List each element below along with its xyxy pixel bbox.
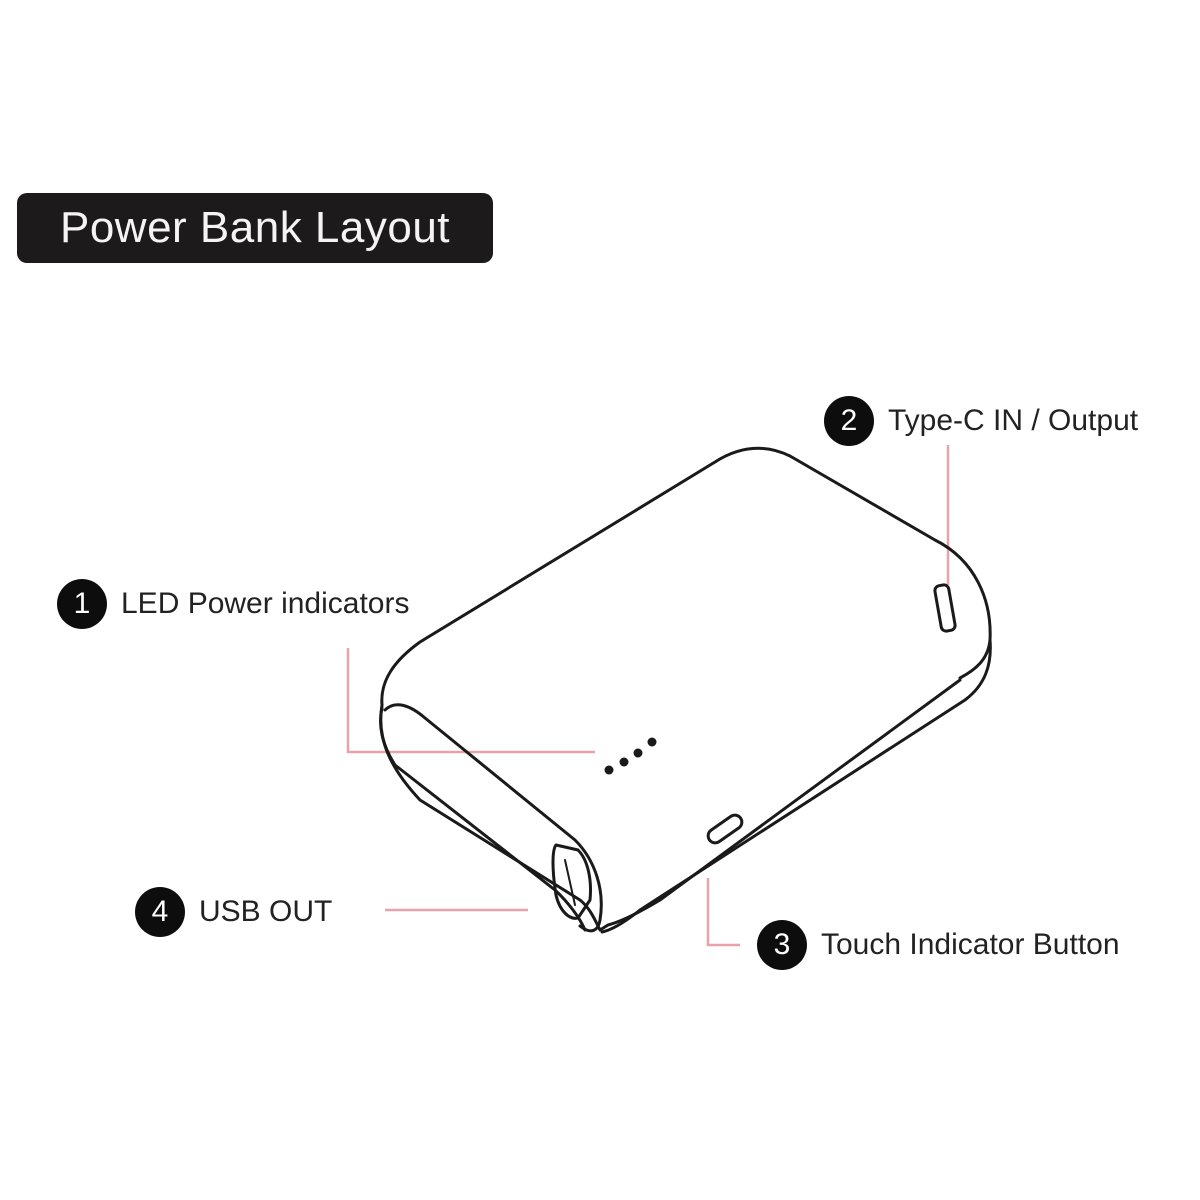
callout-label: Type-C IN / Output (888, 404, 1139, 437)
usb-port-icon (551, 843, 592, 920)
led-dot-icon (633, 748, 643, 758)
title-banner: Power Bank Layout (17, 193, 493, 263)
bottom-edge (379, 678, 962, 932)
leader-line-led (346, 648, 595, 754)
callout-led-power-indicators: 1 LED Power indicators (57, 579, 409, 629)
callout-number-badge: 3 (757, 920, 807, 970)
top-face-edge (380, 446, 992, 707)
led-dot-icon (647, 737, 657, 747)
callout-type-c: 2 Type-C IN / Output (824, 396, 1138, 446)
end-cap-inner (383, 703, 603, 933)
leader-lines (346, 445, 950, 947)
callout-label: LED Power indicators (121, 587, 410, 620)
callout-label: USB OUT (199, 895, 333, 928)
usb-port-detail (564, 859, 576, 906)
page-title: Power Bank Layout (59, 203, 451, 252)
callout-number-badge: 2 (824, 396, 874, 446)
led-indicator-dots (604, 737, 657, 775)
end-cap-outer (379, 706, 587, 932)
type-c-port-icon (933, 583, 957, 633)
touch-button-icon (706, 813, 744, 845)
leader-line-touch (706, 878, 740, 947)
power-bank-outline (379, 446, 992, 934)
side-edge (600, 638, 992, 934)
callout-touch-indicator-button: 3 Touch Indicator Button (757, 920, 1120, 970)
callout-number-badge: 1 (57, 579, 107, 629)
led-dot-icon (604, 765, 614, 775)
callout-number-badge: 4 (135, 887, 185, 937)
led-dot-icon (619, 757, 629, 767)
callout-usb-out: 4 USB OUT (135, 887, 332, 937)
callout-label: Touch Indicator Button (821, 928, 1120, 961)
